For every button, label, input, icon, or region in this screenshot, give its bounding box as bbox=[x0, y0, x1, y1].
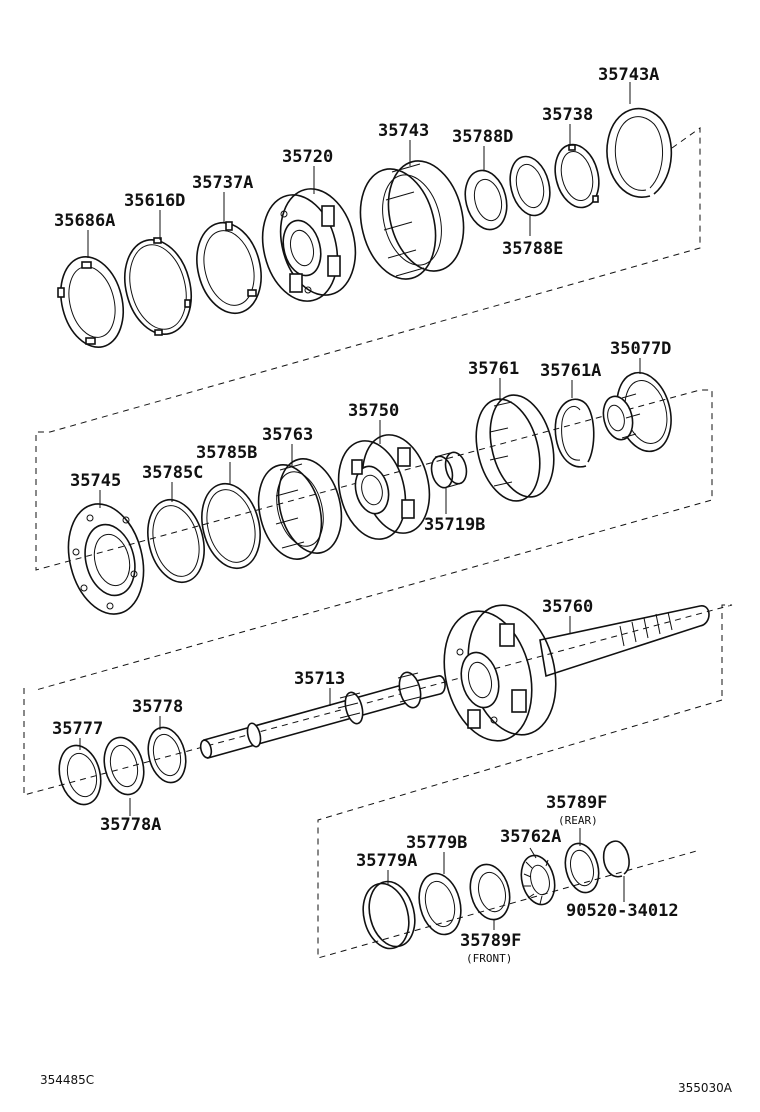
part-35743-ring-gear bbox=[359, 160, 465, 280]
label-35777: 35777 bbox=[52, 719, 103, 739]
part-35761-drum bbox=[475, 394, 555, 502]
label-rear-note: (REAR) bbox=[558, 814, 598, 827]
label-35779A: 35779A bbox=[356, 851, 417, 871]
group-outlines bbox=[23, 127, 733, 959]
part-35713-shaft bbox=[199, 671, 446, 759]
part-35737A-washer bbox=[196, 221, 262, 315]
part-35762A-thrust-bearing bbox=[520, 854, 556, 906]
part-35788D-race bbox=[464, 169, 508, 231]
part-35789F-front-race bbox=[469, 863, 511, 921]
label-35745: 35745 bbox=[70, 471, 121, 491]
label-35779B: 35779B bbox=[406, 833, 467, 853]
label-35785C: 35785C bbox=[142, 463, 203, 483]
part-35778A-bearing bbox=[103, 736, 145, 796]
label-35713: 35713 bbox=[294, 669, 345, 689]
label-35738: 35738 bbox=[542, 105, 593, 125]
part-35779A-race bbox=[362, 880, 416, 950]
label-front-note: (FRONT) bbox=[466, 952, 512, 965]
label-35761: 35761 bbox=[468, 359, 519, 379]
label-35785B: 35785B bbox=[196, 443, 257, 463]
label-35077D: 35077D bbox=[610, 339, 671, 359]
label-35762A: 35762A bbox=[500, 827, 561, 847]
label-35737A: 35737A bbox=[192, 173, 253, 193]
part-35763-gear-drum bbox=[257, 458, 343, 560]
part-35686A-thrust-plate bbox=[57, 255, 124, 349]
part-35750-carrier bbox=[337, 434, 431, 540]
part-35785B-ring bbox=[201, 482, 261, 570]
label-35789F-rear: 35789F bbox=[546, 793, 607, 813]
part-35745-flange bbox=[67, 503, 145, 615]
label-35789F-front: 35789F bbox=[460, 931, 521, 951]
illustration-code-left: 354485C bbox=[40, 1073, 94, 1087]
label-35686A: 35686A bbox=[54, 211, 115, 231]
part-labels: 35743A 35738 35743 35788D 35720 35737A 3… bbox=[52, 65, 679, 965]
label-35760: 35760 bbox=[542, 597, 593, 617]
part-35785C-ring bbox=[147, 498, 205, 584]
group-outline-middle bbox=[23, 604, 733, 796]
label-35778A: 35778A bbox=[100, 815, 161, 835]
label-35616D: 35616D bbox=[124, 191, 185, 211]
label-35763: 35763 bbox=[262, 425, 313, 445]
part-35738-washer bbox=[554, 143, 600, 209]
label-35750: 35750 bbox=[348, 401, 399, 421]
label-35778: 35778 bbox=[132, 697, 183, 717]
part-35789F-rear-race bbox=[564, 842, 600, 894]
part-35779B-bearing bbox=[418, 872, 462, 936]
label-35719B: 35719B bbox=[424, 515, 485, 535]
part-35777-seal bbox=[58, 744, 102, 806]
label-35761A: 35761A bbox=[540, 361, 601, 381]
part-35760-output-shaft bbox=[443, 604, 710, 742]
label-90520-34012: 90520-34012 bbox=[566, 901, 679, 921]
part-35778-race bbox=[147, 726, 187, 784]
illustration-code-right: 355030A bbox=[678, 1081, 733, 1095]
part-35788E-bearing bbox=[509, 155, 551, 217]
label-35788E: 35788E bbox=[502, 239, 563, 259]
group-outline-bottom bbox=[317, 699, 723, 959]
label-35788D: 35788D bbox=[452, 127, 513, 147]
part-90520-34012-snap-ring bbox=[602, 840, 630, 878]
part-35077D-gear bbox=[602, 371, 672, 453]
part-35719B-bearing bbox=[430, 451, 468, 489]
leader-lines bbox=[79, 82, 641, 930]
part-35720-planetary-carrier bbox=[261, 188, 357, 302]
part-35616D-ring bbox=[124, 237, 192, 336]
label-35720: 35720 bbox=[282, 147, 333, 167]
part-35761A-snap-ring bbox=[554, 398, 595, 468]
label-35743A: 35743A bbox=[598, 65, 659, 85]
part-35743A-snap-ring bbox=[606, 107, 673, 198]
label-35743: 35743 bbox=[378, 121, 429, 141]
